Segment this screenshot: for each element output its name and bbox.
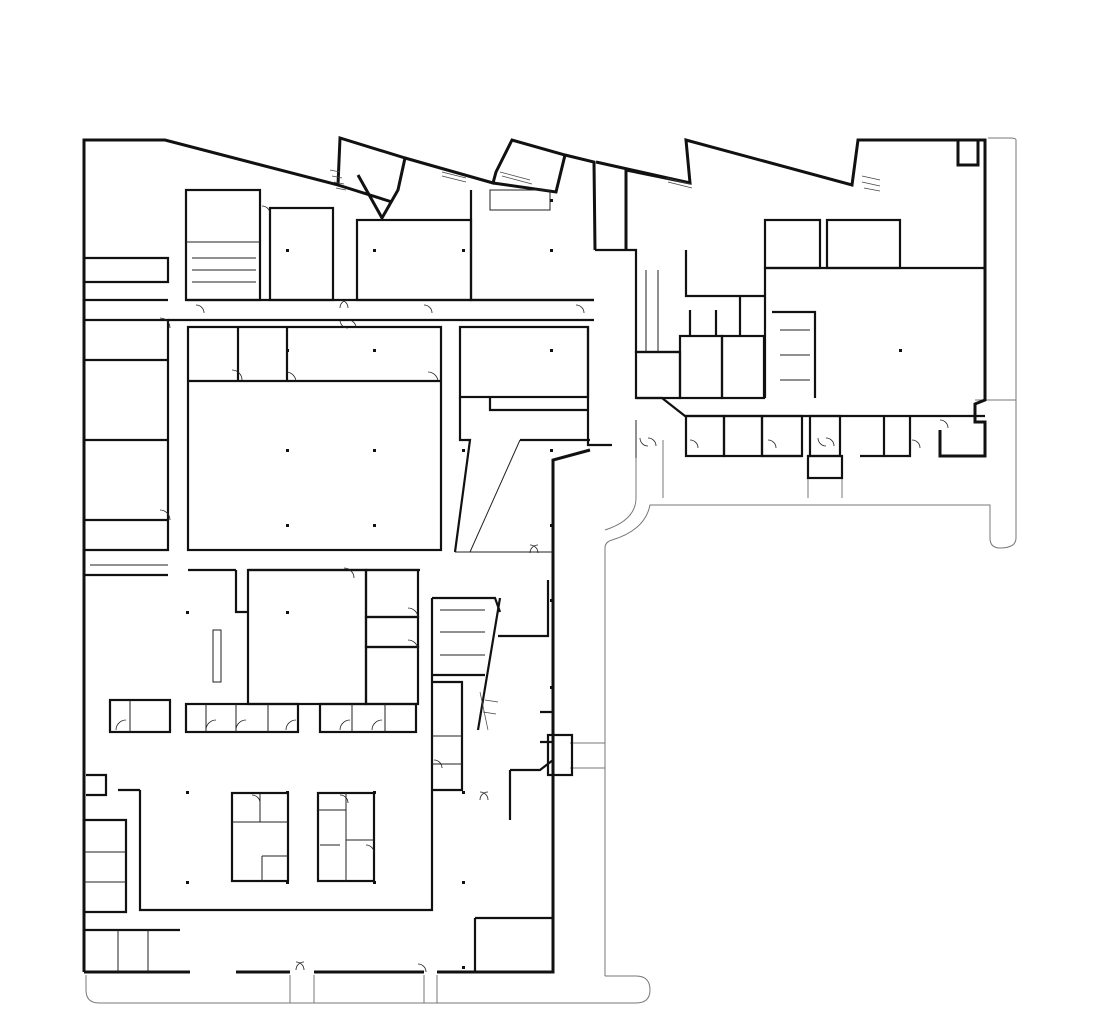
gym-block: [186, 325, 612, 553]
exterior-wall: [82, 135, 987, 974]
east-wing: [595, 218, 985, 480]
north-wing-rooms: [84, 188, 594, 322]
column-markers: [186, 199, 902, 969]
stairs: [329, 169, 881, 731]
door-swings: [115, 205, 949, 973]
south-commons: [84, 568, 553, 972]
restroom-block: [432, 580, 574, 820]
west-rooms: [84, 318, 170, 577]
site-outline: [85, 137, 1017, 1004]
